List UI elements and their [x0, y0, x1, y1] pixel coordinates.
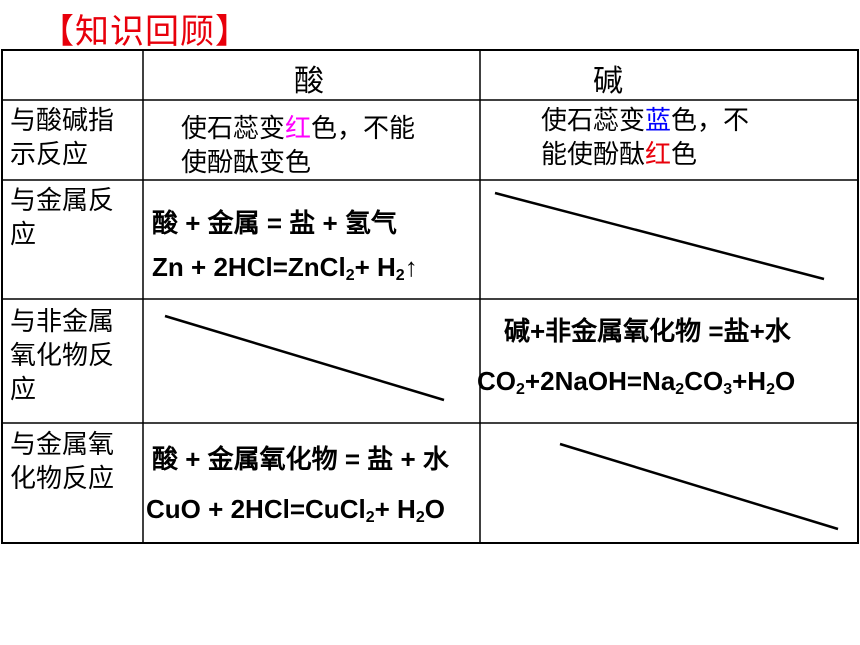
base-indicator-cell: 使石蕊变蓝色，不 能使酚酞红色: [541, 106, 750, 170]
row-label-indicator: 与酸碱指示反应: [10, 106, 115, 170]
base-nonmetal-chem-eq: CO2+2NaOH=Na2CO3+H2O: [477, 366, 796, 398]
acid-metal-chem-eq: Zn + 2HCl=ZnCl2+ H2↑: [152, 252, 418, 284]
page-title: 【知识回顾】: [40, 12, 250, 52]
diagonal-strike-metaloxide-base: [559, 442, 839, 531]
header-base: 碱: [593, 64, 623, 99]
diagonal-strike-metal-base: [494, 191, 825, 281]
acid-metaloxide-chem-eq: CuO + 2HCl=CuCl2+ H2O: [146, 494, 445, 526]
acid-metaloxide-word-eq: 酸 + 金属氧化物 = 盐 + 水: [152, 444, 449, 474]
row-label-nonmetal-oxide: 与非金属氧化物反应: [10, 307, 115, 405]
row-label-metal: 与金属反应: [10, 186, 115, 250]
acid-metal-word-eq: 酸 + 金属 = 盐 + 氢气: [152, 208, 397, 238]
row-label-metal-oxide: 与金属氧化物反应: [10, 430, 115, 494]
base-nonmetal-word-eq: 碱+非金属氧化物 =盐+水: [504, 316, 791, 346]
diagonal-strike-nonmetal-acid: [164, 314, 445, 402]
header-acid: 酸: [294, 64, 324, 99]
acid-indicator-cell: 使石蕊变红色，不能 使酚酞变色: [181, 114, 416, 178]
